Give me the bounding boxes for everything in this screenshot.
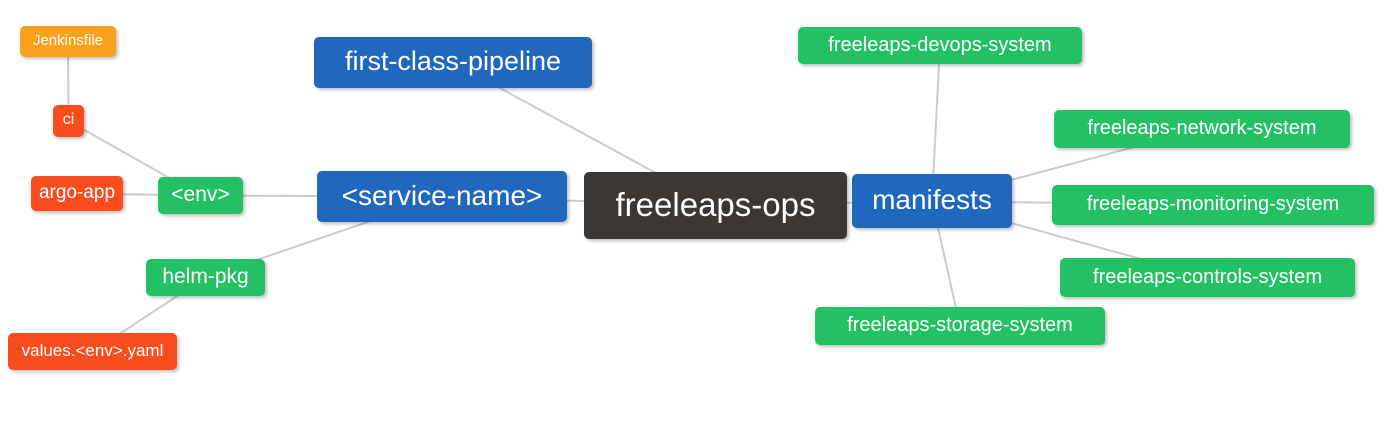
node-ci[interactable]: ci — [53, 105, 84, 137]
node-service-name[interactable]: <service-name> — [317, 171, 567, 222]
node-helm-pkg[interactable]: helm-pkg — [146, 259, 265, 296]
node-env[interactable]: <env> — [158, 177, 243, 214]
node-freeleaps-ops[interactable]: freeleaps-ops — [584, 172, 847, 239]
node-controls-system[interactable]: freeleaps-controls-system — [1060, 258, 1355, 297]
node-jenkinsfile[interactable]: Jenkinsfile — [20, 26, 116, 57]
node-devops-system[interactable]: freeleaps-devops-system — [798, 27, 1082, 64]
node-monitoring-system[interactable]: freeleaps-monitoring-system — [1052, 185, 1374, 225]
node-network-system[interactable]: freeleaps-network-system — [1054, 110, 1350, 148]
node-argo-app[interactable]: argo-app — [31, 176, 123, 211]
node-manifests[interactable]: manifests — [852, 174, 1012, 228]
node-first-class-pipeline[interactable]: first-class-pipeline — [314, 37, 592, 88]
node-storage-system[interactable]: freeleaps-storage-system — [815, 307, 1105, 345]
node-values-env-yaml[interactable]: values.<env>.yaml — [8, 333, 177, 370]
